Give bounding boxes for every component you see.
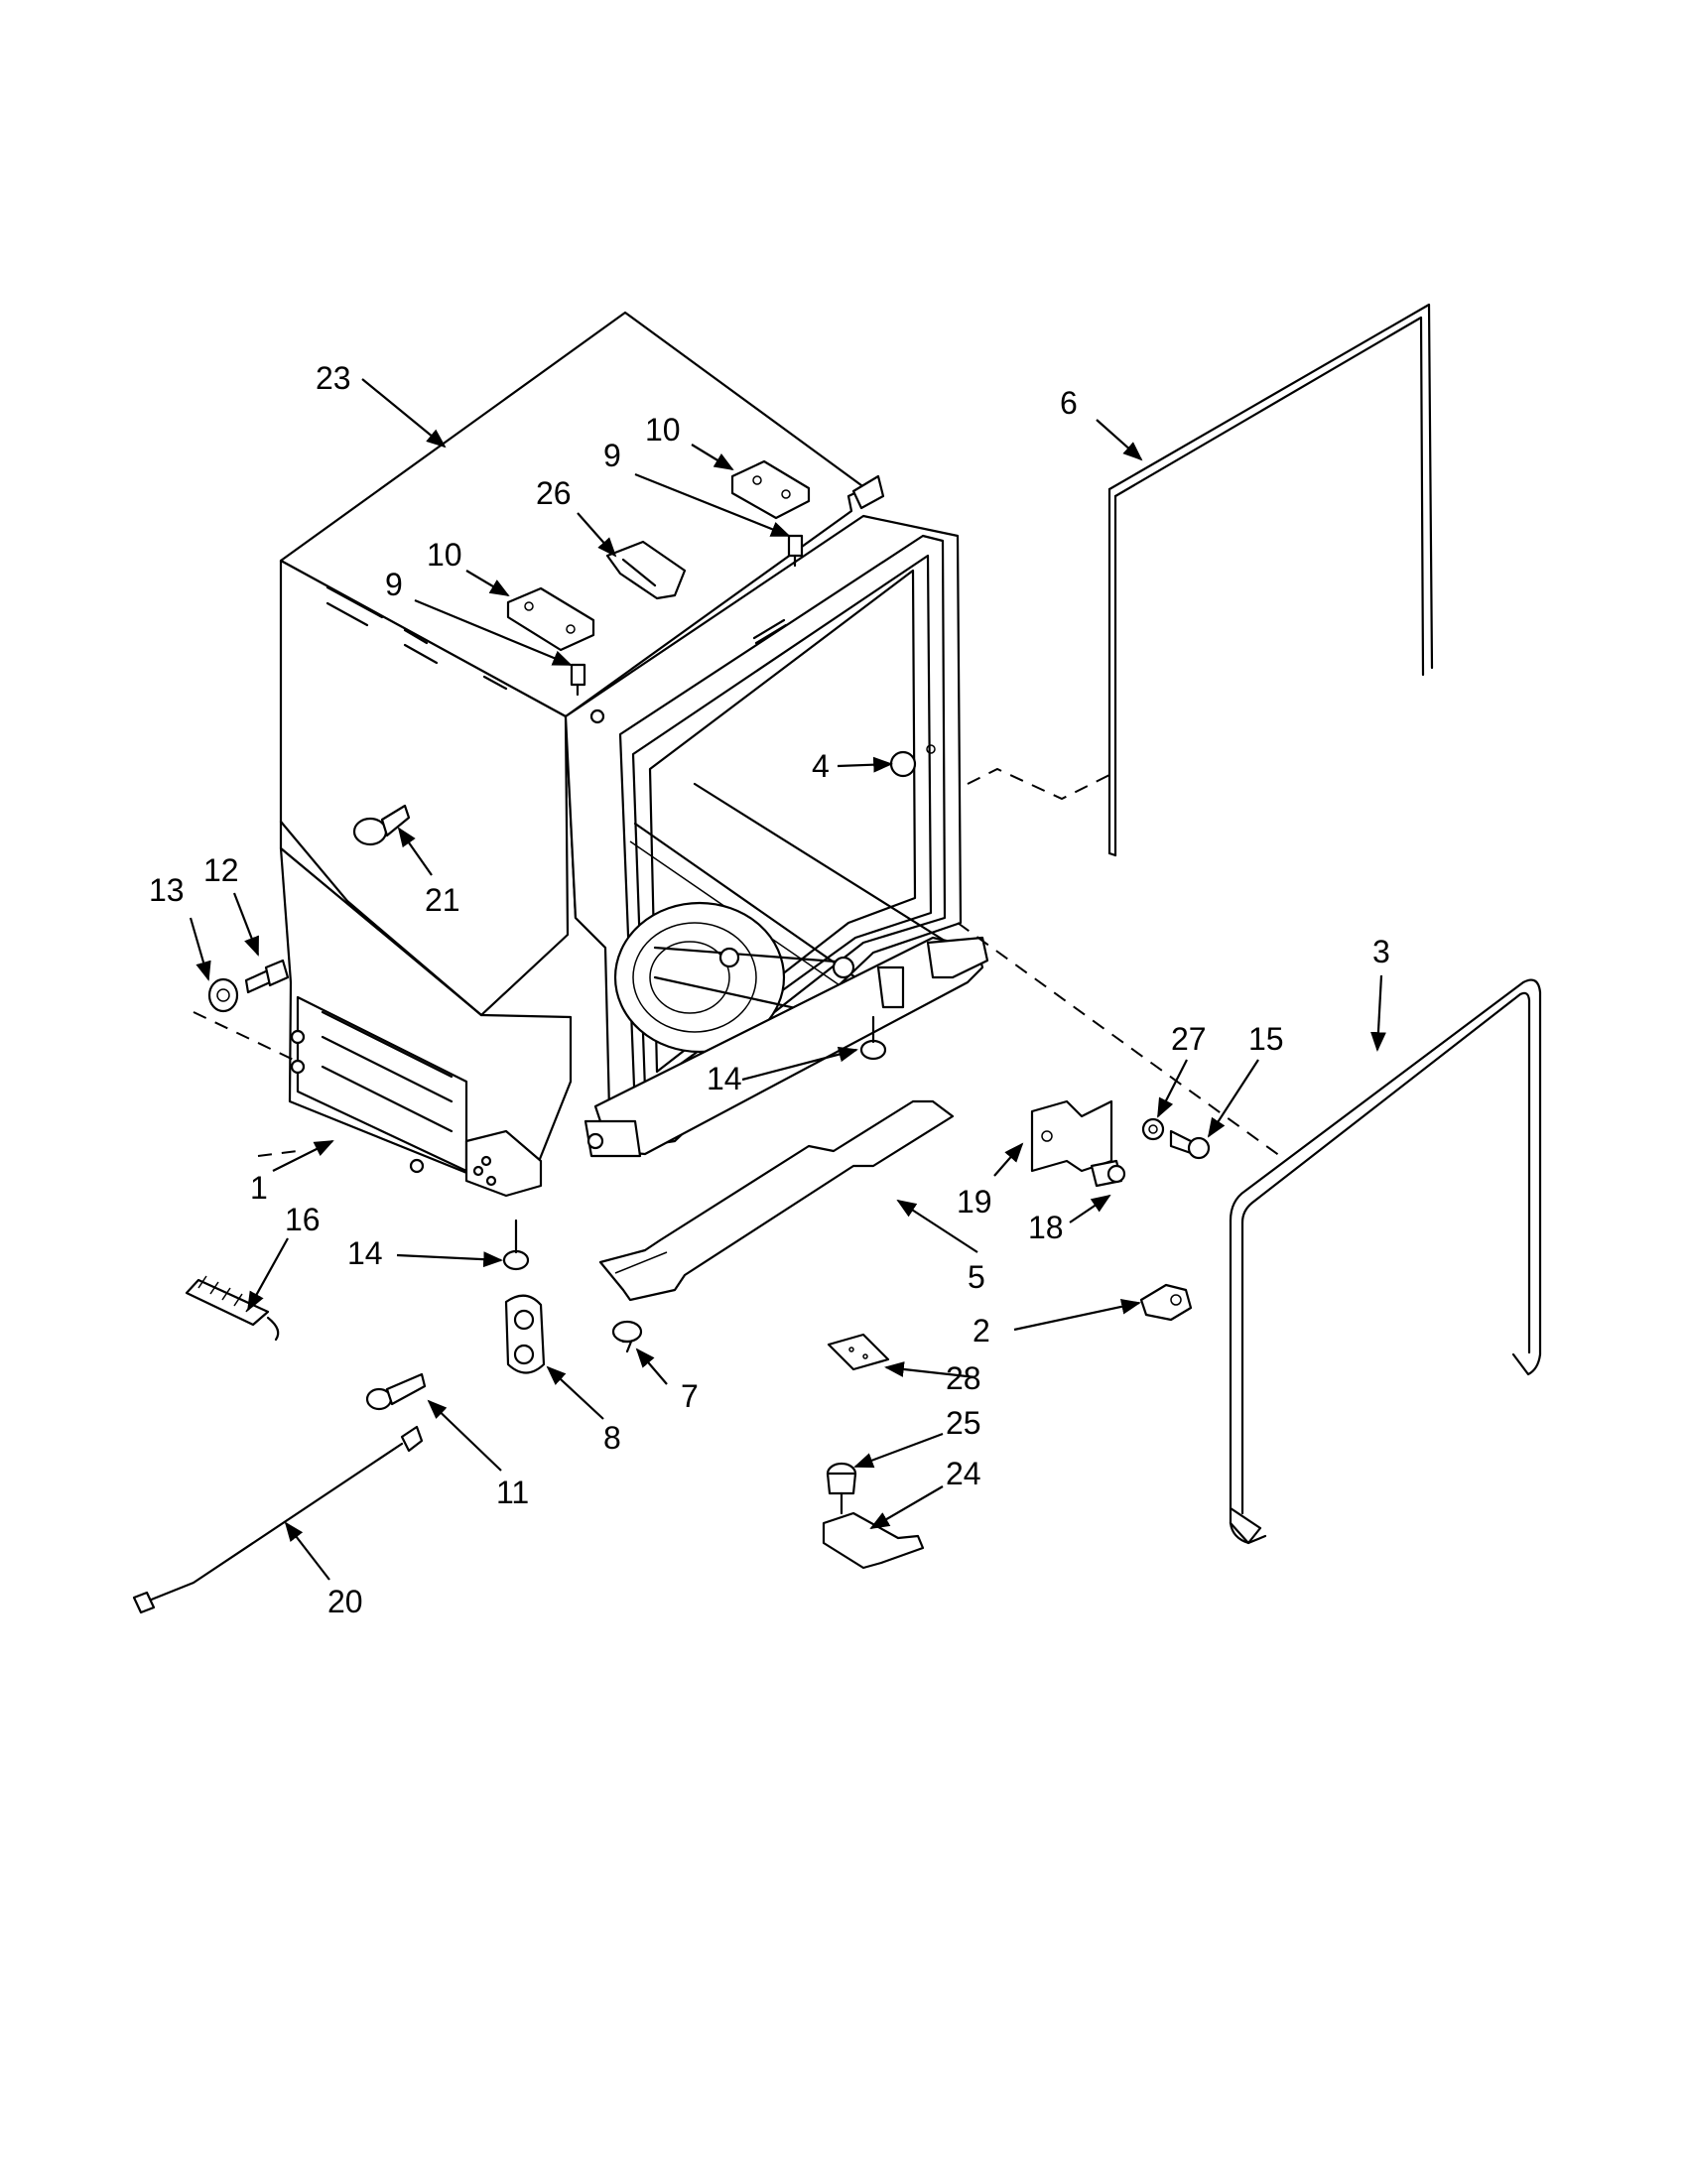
dashed-link-13 <box>193 1011 299 1063</box>
dashed-link-3 <box>957 922 1281 1157</box>
bracket-24 <box>822 1491 925 1570</box>
screw-18 <box>1090 1159 1126 1188</box>
spring-16 <box>185 1275 280 1342</box>
callout-6: 6 <box>1060 385 1078 421</box>
dashed-link-6 <box>967 767 1112 801</box>
screw-12 <box>244 959 290 994</box>
callout-15: 15 <box>1248 1021 1284 1057</box>
foot-7 <box>611 1320 643 1353</box>
nut-27 <box>1141 1117 1165 1141</box>
callout-labels: 23 6 10 9 26 10 9 4 21 13 12 3 27 15 14 … <box>149 360 1390 1619</box>
leveling-foot-14-left <box>502 1219 530 1271</box>
clip-26 <box>605 540 687 600</box>
callout-18: 18 <box>1028 1210 1064 1245</box>
callout-8: 8 <box>603 1420 621 1456</box>
callout-3: 3 <box>1372 934 1390 969</box>
callout-19: 19 <box>957 1184 992 1220</box>
callout-7: 7 <box>681 1378 699 1414</box>
callout-10-upper: 10 <box>645 412 681 448</box>
callout-9-lower: 9 <box>385 567 403 602</box>
callout-14-left: 14 <box>347 1235 383 1271</box>
callout-25: 25 <box>946 1405 981 1441</box>
callout-20: 20 <box>327 1584 363 1619</box>
callout-26: 26 <box>536 475 572 511</box>
washer-13 <box>207 977 239 1013</box>
callout-10-lower: 10 <box>427 537 462 573</box>
bolt-15 <box>1169 1129 1211 1160</box>
callout-12: 12 <box>203 852 239 888</box>
callout-21: 21 <box>425 882 460 918</box>
callout-5: 5 <box>968 1259 985 1295</box>
gasket-6 <box>1107 303 1434 857</box>
bracket-10-upper <box>730 459 811 520</box>
screw-9-lower <box>570 663 586 697</box>
screw-11 <box>365 1372 427 1411</box>
callout-2: 2 <box>973 1313 990 1349</box>
screw-9-upper <box>787 534 804 568</box>
callout-arrows <box>189 378 1386 1581</box>
leveling-foot-14-right <box>859 1015 887 1061</box>
bumper-21 <box>352 804 411 846</box>
callout-9-upper: 9 <box>603 438 621 473</box>
callout-28: 28 <box>946 1360 981 1396</box>
callout-11: 11 <box>496 1475 529 1510</box>
bracket-19 <box>1030 1099 1113 1173</box>
wire-20 <box>132 1425 424 1614</box>
tub-assembly <box>279 311 989 1198</box>
sensor-25 <box>826 1462 857 1495</box>
callout-1: 1 <box>250 1170 268 1206</box>
base-plate-5 <box>598 1099 955 1302</box>
callout-14-right: 14 <box>707 1061 742 1096</box>
bracket-8 <box>504 1294 546 1374</box>
callout-16: 16 <box>285 1202 321 1237</box>
dashed-link-1 <box>257 1150 299 1157</box>
callout-4: 4 <box>812 748 830 784</box>
callout-27: 27 <box>1171 1021 1207 1057</box>
shield-28 <box>827 1333 890 1371</box>
callout-23: 23 <box>316 360 351 396</box>
gasket-3 <box>1229 978 1542 1545</box>
bracket-10-lower <box>506 586 595 652</box>
callout-24: 24 <box>946 1456 981 1491</box>
callout-13: 13 <box>149 872 185 908</box>
latch-2 <box>1139 1283 1193 1322</box>
